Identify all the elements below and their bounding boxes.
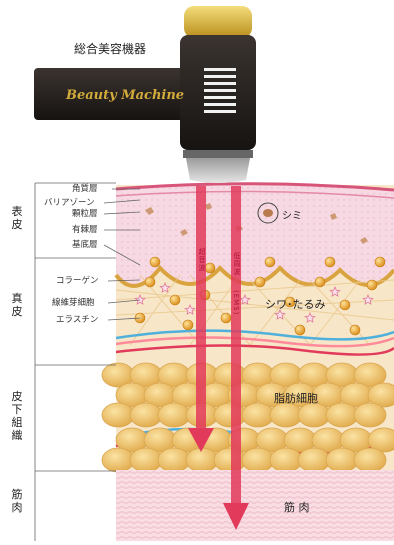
label-barrier-zone: バリアゾーン xyxy=(44,198,95,208)
fat-cell xyxy=(102,403,134,427)
page-title: 総合美容機器 xyxy=(74,40,146,57)
fat-cell xyxy=(242,448,274,472)
fat-cell xyxy=(158,403,190,427)
fibroblast-cell xyxy=(145,277,155,287)
fat-cell xyxy=(326,448,358,472)
label-fibroblast: 線維芽細胞 xyxy=(52,298,95,308)
fat-cell xyxy=(354,448,386,472)
fat-cell xyxy=(186,448,218,472)
label-low-frequency: 低周波 xyxy=(232,252,242,276)
label-spinous-layer: 有棘層 xyxy=(72,225,98,235)
fibroblast-cell xyxy=(325,257,335,267)
label-muscle: 筋肉 xyxy=(10,488,24,514)
fat-cell xyxy=(214,403,246,427)
fibroblast-cell xyxy=(350,325,360,335)
label-subcutaneous: 皮下組織 xyxy=(10,390,24,442)
fibroblast-cell xyxy=(255,277,265,287)
fibroblast-cell xyxy=(375,257,385,267)
label-epidermis: 表皮 xyxy=(10,205,24,231)
muscle-layer xyxy=(116,470,394,541)
fat-cell xyxy=(298,448,330,472)
fibroblast-cell xyxy=(315,277,325,287)
fat-cell xyxy=(298,403,330,427)
fibroblast-cell xyxy=(340,300,350,310)
label-elastin: エラスチン xyxy=(56,315,98,325)
label-dermis: 真皮 xyxy=(10,292,24,318)
label-granular-layer: 顆粒層 xyxy=(72,209,98,219)
label-muscle-tissue: 筋 肉 xyxy=(284,499,310,515)
fibroblast-cell xyxy=(183,320,193,330)
fibroblast-cell xyxy=(265,257,275,267)
label-fat-cells: 脂肪細胞 xyxy=(274,390,318,406)
fat-cell xyxy=(158,448,190,472)
fat-cell xyxy=(354,403,386,427)
label-ultrasound: 超音波 xyxy=(197,248,207,272)
fat-cell xyxy=(130,403,162,427)
fibroblast-cell xyxy=(221,313,231,323)
fat-cell xyxy=(102,448,134,472)
fat-cell xyxy=(270,448,302,472)
fat-cell xyxy=(214,448,246,472)
fibroblast-cell xyxy=(170,295,180,305)
fat-cells xyxy=(102,363,394,472)
fibroblast-cell xyxy=(150,257,160,267)
label-stratum-corneum: 角質層 xyxy=(72,184,98,194)
label-collagen: コラーゲン xyxy=(56,276,99,286)
label-basal-layer: 基底層 xyxy=(72,240,98,250)
device-label: Beauty Machine xyxy=(66,88,184,103)
fat-cell xyxy=(270,403,302,427)
fibroblast-cell xyxy=(367,280,377,290)
fibroblast-cell xyxy=(295,325,305,335)
fat-cell xyxy=(242,403,274,427)
fat-cell xyxy=(326,403,358,427)
fat-cell xyxy=(130,448,162,472)
label-wrinkle: シワ･たるみ xyxy=(265,296,326,312)
label-spot: シミ xyxy=(282,207,302,222)
label-ems: (EMS) xyxy=(232,290,240,315)
